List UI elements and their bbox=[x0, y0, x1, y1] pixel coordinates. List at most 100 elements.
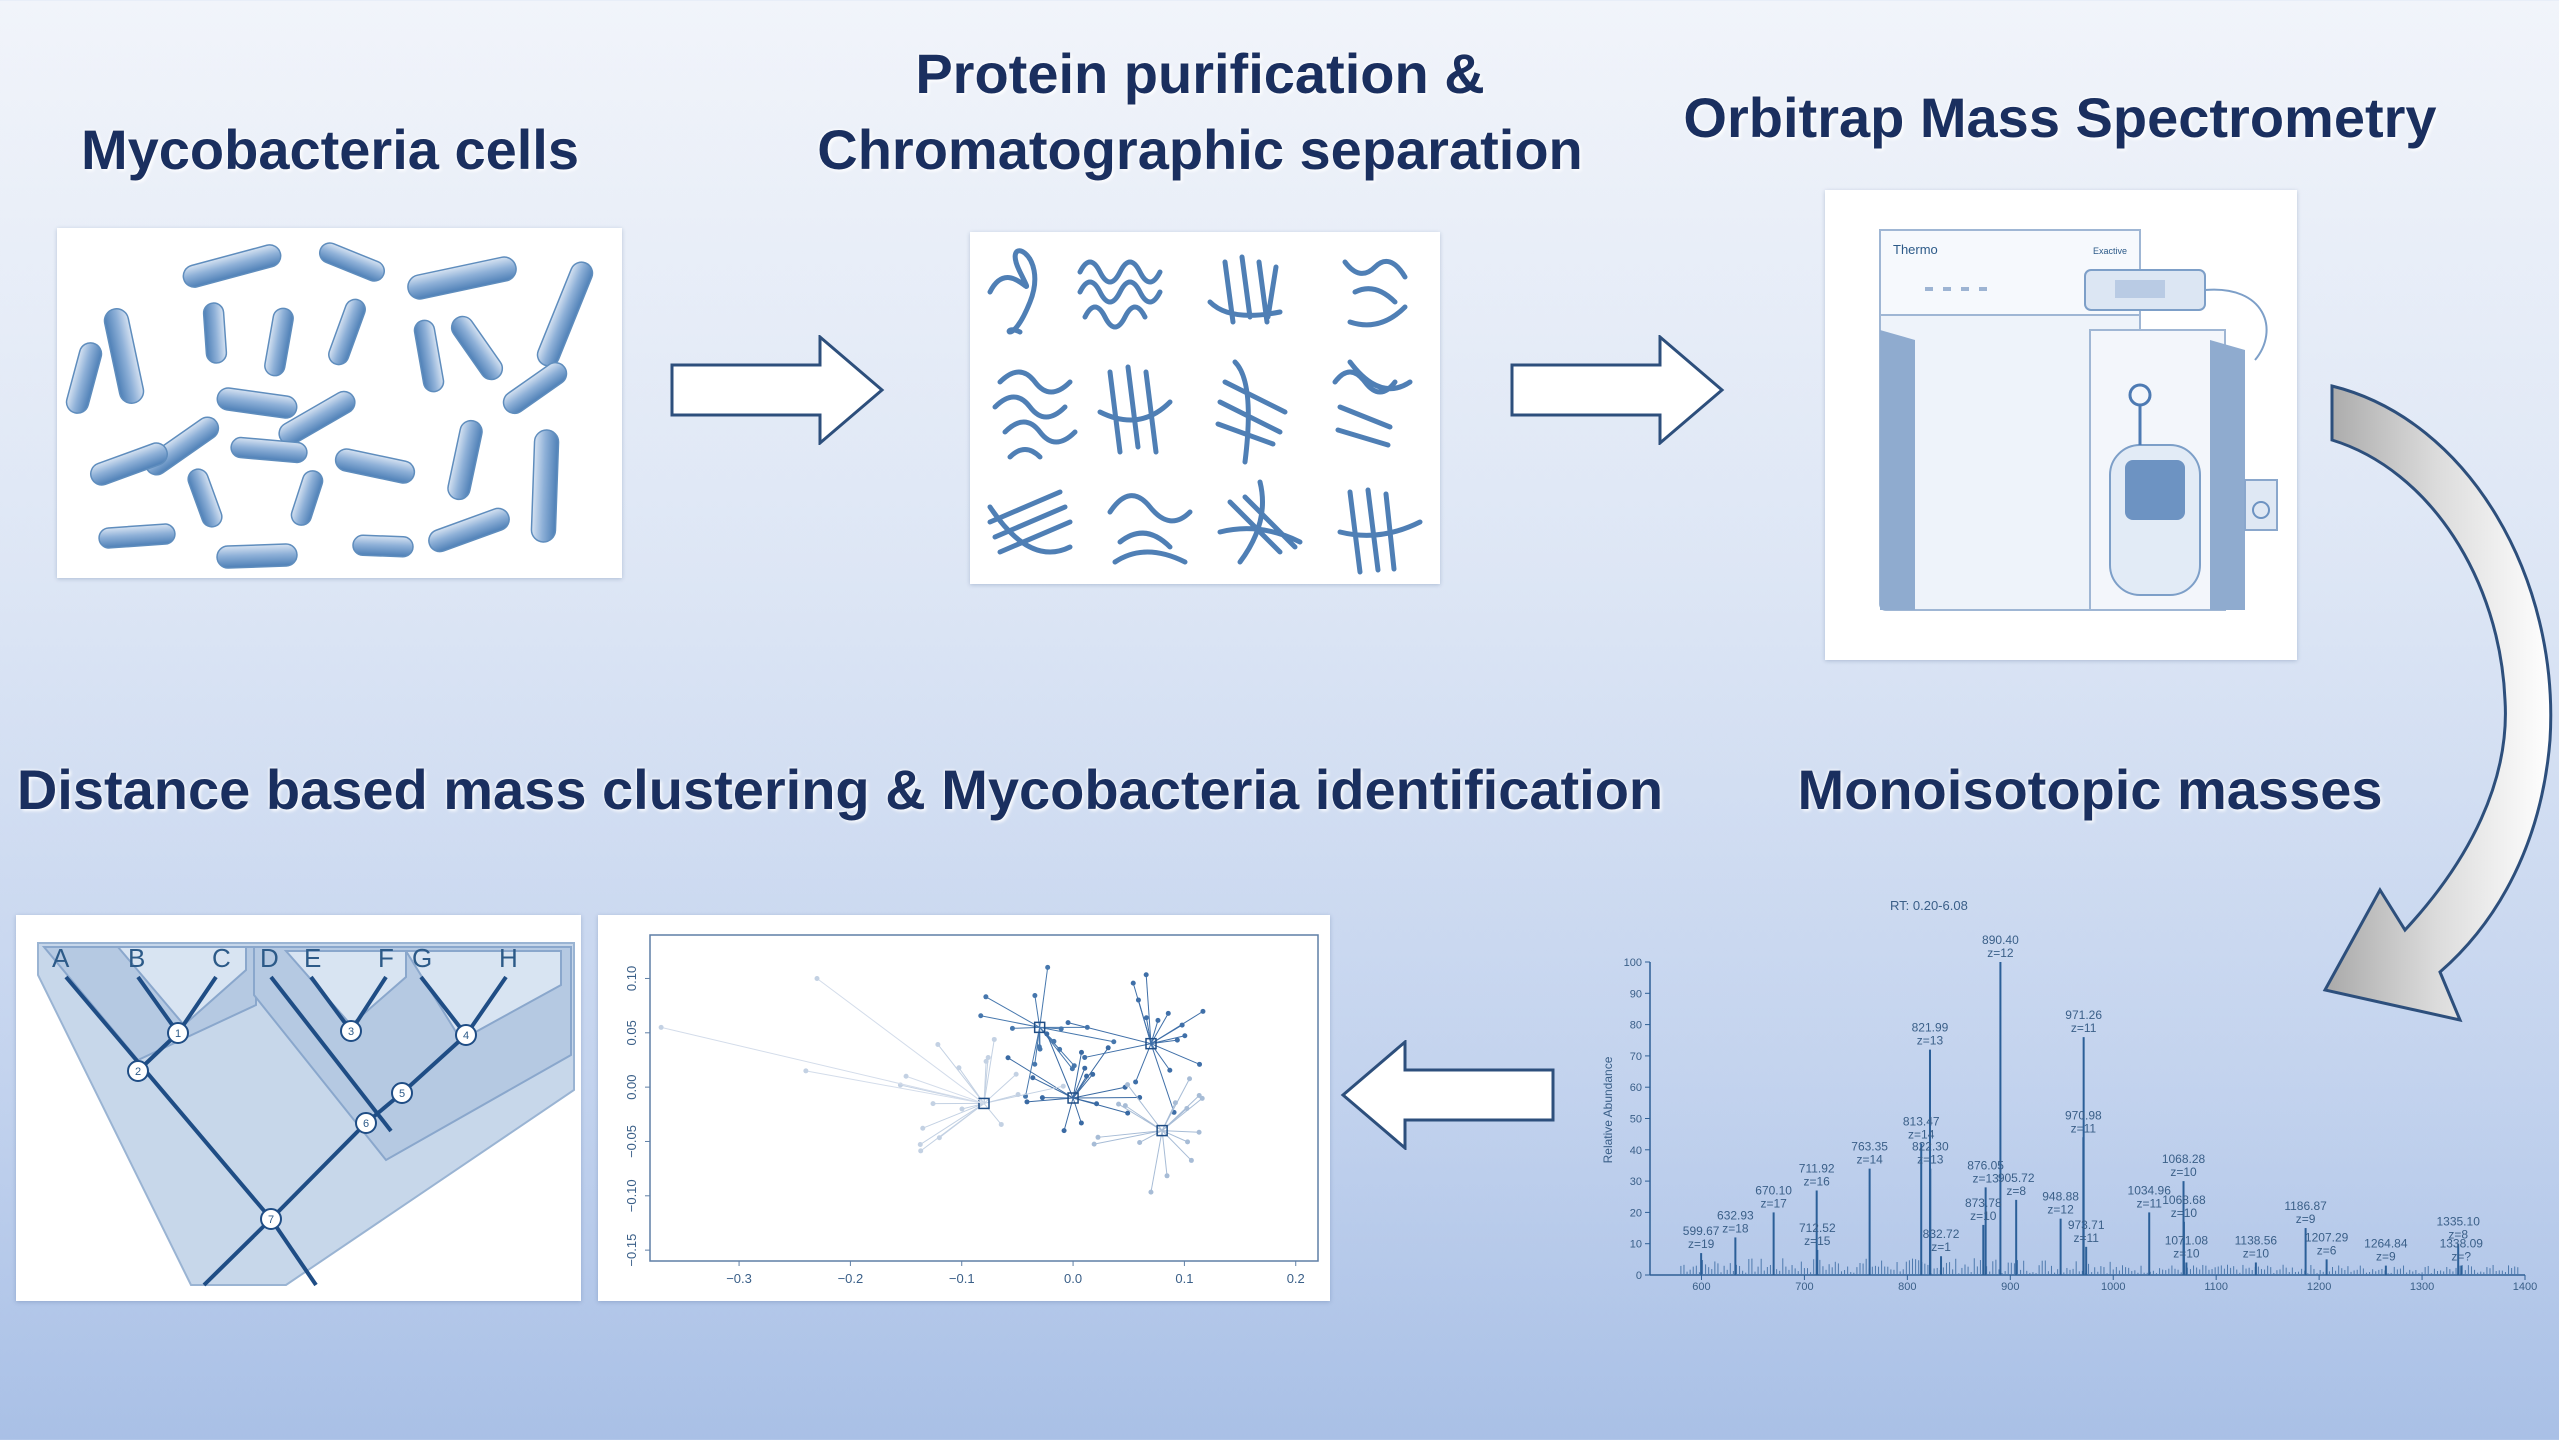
spectrum-peak-mz-label: 821.99 bbox=[1912, 1021, 1949, 1035]
cluster-point bbox=[1045, 964, 1051, 970]
cluster-link bbox=[919, 1103, 985, 1145]
spectrum-peak-charge-label: z=13 bbox=[1917, 1034, 1944, 1048]
cluster-link bbox=[1072, 1097, 1082, 1124]
cluster-point bbox=[1125, 1110, 1131, 1116]
spectrum-ytick-label: 40 bbox=[1630, 1145, 1642, 1157]
cluster-point bbox=[1196, 1129, 1202, 1135]
spectrum-peak-mz-label: 599.67 bbox=[1683, 1224, 1720, 1238]
instrument-brand-label: Thermo bbox=[1893, 242, 1938, 257]
spectrum-peak-mz-label: 876.05 bbox=[1967, 1158, 2004, 1172]
node-label-4: 4 bbox=[463, 1030, 469, 1042]
title-clustering: Distance based mass clustering & Mycobac… bbox=[16, 758, 1664, 821]
cluster-point bbox=[1167, 1067, 1173, 1073]
cluster-link bbox=[961, 1102, 985, 1110]
scatter-xtick-label: 0.1 bbox=[1175, 1271, 1193, 1286]
scatter-ytick-label: 0.05 bbox=[624, 1020, 639, 1045]
cluster-point bbox=[956, 1065, 962, 1071]
spectrum-peak-charge-label: z=8 bbox=[2006, 1184, 2026, 1198]
cluster-point bbox=[1125, 1082, 1131, 1088]
cluster-link bbox=[1072, 1075, 1087, 1099]
cluster-point bbox=[1187, 1076, 1193, 1082]
spectrum-peak-mz-label: 763.35 bbox=[1851, 1140, 1888, 1154]
cluster-point bbox=[1197, 1061, 1203, 1067]
title-protein-purification: Protein purification & Chromatographic s… bbox=[780, 36, 1620, 188]
cluster-point bbox=[1091, 1141, 1097, 1147]
spectrum-peak-charge-label: z=13 bbox=[1972, 1171, 1999, 1185]
cluster-point bbox=[803, 1068, 809, 1074]
scatter-xtick-label: −0.2 bbox=[838, 1271, 864, 1286]
cluster-point bbox=[1143, 1015, 1149, 1021]
spectrum-peak-charge-label: z=? bbox=[2451, 1250, 2471, 1264]
cluster-point bbox=[1143, 972, 1149, 978]
cluster-point bbox=[658, 1024, 664, 1030]
cluster-link bbox=[1073, 1096, 1140, 1099]
leaf-label-b: B bbox=[128, 943, 145, 973]
cluster-point bbox=[1137, 1139, 1143, 1145]
instrument-model-label: Exactive bbox=[2093, 246, 2127, 256]
scatter-xtick-label: −0.1 bbox=[949, 1271, 975, 1286]
cluster-link bbox=[1150, 1043, 1200, 1065]
spectrum-peak-charge-label: z=11 bbox=[2073, 1231, 2099, 1245]
spectrum-peak-mz-label: 948.88 bbox=[2042, 1190, 2079, 1204]
cluster-link bbox=[661, 1026, 985, 1104]
cluster-point bbox=[1030, 1075, 1036, 1081]
cluster-point bbox=[1060, 1083, 1066, 1089]
spectrum-peak-charge-label: z=16 bbox=[1804, 1174, 1831, 1188]
cluster-link bbox=[983, 1103, 1002, 1125]
spectrum-ytick-label: 60 bbox=[1630, 1082, 1642, 1094]
leaf-label-a: A bbox=[52, 943, 70, 973]
spectrum-peak-mz-label: 1186.87 bbox=[2284, 1199, 2327, 1213]
arrow-left bbox=[1340, 1040, 1555, 1150]
node-label-2: 2 bbox=[135, 1066, 141, 1078]
dendrogram-panel: A B C D E F G H 1 2 3 4 5 6 7 bbox=[16, 915, 581, 1301]
cluster-point bbox=[1200, 1008, 1206, 1014]
spectrum-peak-charge-label: z=6 bbox=[2317, 1243, 2337, 1257]
spectrum-peak-mz-label: 1068.68 bbox=[2162, 1193, 2206, 1207]
cluster-link bbox=[1118, 1103, 1163, 1132]
spectrum-peak-mz-label: 1207.29 bbox=[2305, 1230, 2349, 1244]
cluster-point bbox=[1116, 1101, 1122, 1107]
spectrum-peak-charge-label: z=14 bbox=[1856, 1153, 1883, 1167]
cluster-point bbox=[935, 1041, 941, 1047]
spectrum-peak-mz-label: 873.78 bbox=[1965, 1196, 2002, 1210]
cluster-point bbox=[1084, 1073, 1090, 1079]
spectrum-peak-mz-label: 832.72 bbox=[1923, 1227, 1960, 1241]
cluster-link bbox=[1072, 1052, 1082, 1099]
cluster-link bbox=[1097, 1130, 1163, 1138]
node-label-1: 1 bbox=[175, 1028, 181, 1040]
cluster-point bbox=[1164, 1173, 1170, 1179]
cluster-link bbox=[805, 1070, 985, 1104]
scatter-xtick-label: 0.2 bbox=[1287, 1271, 1305, 1286]
cluster-point bbox=[917, 1141, 923, 1147]
cluster-link bbox=[937, 1044, 985, 1104]
cluster-point bbox=[814, 975, 820, 981]
cluster-point bbox=[1058, 1026, 1064, 1032]
cluster-point bbox=[1130, 980, 1136, 986]
spectrum-ytick-label: 100 bbox=[1624, 957, 1642, 969]
cluster-link bbox=[1025, 1027, 1041, 1097]
dendrogram-illustration: A B C D E F G H 1 2 3 4 5 6 7 bbox=[37, 942, 575, 1287]
node-label-3: 3 bbox=[348, 1026, 354, 1038]
leaf-label-d: D bbox=[260, 943, 279, 973]
curved-arrow-down bbox=[2322, 384, 2553, 1023]
cluster-point bbox=[1039, 1095, 1045, 1101]
spectrum-ytick-label: 30 bbox=[1630, 1176, 1642, 1188]
spectrum-title: RT: 0.20-6.08 bbox=[1890, 898, 1968, 913]
spectrum-peak-charge-label: z=12 bbox=[1987, 946, 2014, 960]
node-label-7: 7 bbox=[268, 1214, 274, 1226]
spectrum-xtick-label: 800 bbox=[1898, 1281, 1916, 1290]
scatter-ytick-label: 0.00 bbox=[624, 1074, 639, 1099]
spectrum-ytick-label: 90 bbox=[1630, 988, 1642, 1000]
spectrum-peak-mz-label: 1335.10 bbox=[2436, 1215, 2480, 1229]
cluster-link bbox=[1127, 1084, 1163, 1131]
cluster-link bbox=[1032, 1077, 1074, 1099]
spectrum-ytick-label: 70 bbox=[1630, 1051, 1642, 1063]
spectrum-peak-charge-label: z=17 bbox=[1760, 1196, 1787, 1210]
cluster-point bbox=[1133, 1079, 1139, 1085]
cluster-link bbox=[1067, 1022, 1152, 1045]
spectrum-peak-mz-label: 813.47 bbox=[1903, 1115, 1940, 1129]
spectrum-peak-mz-label: 1338.09 bbox=[2440, 1237, 2484, 1251]
scatter-frame bbox=[649, 934, 1319, 1262]
cluster-link bbox=[958, 1067, 985, 1104]
